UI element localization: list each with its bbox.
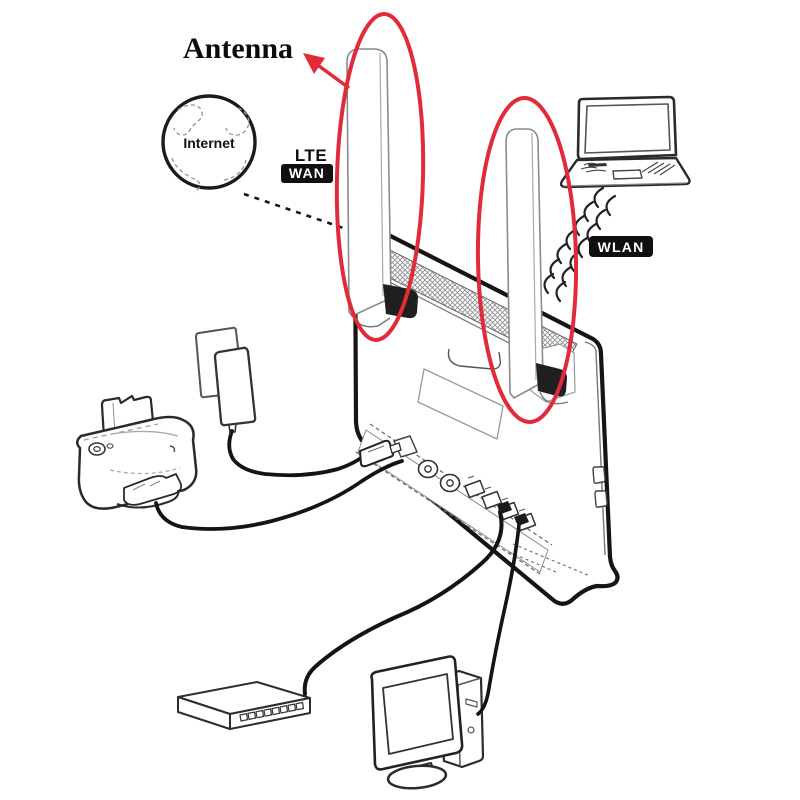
wan-badge-label: WAN xyxy=(289,165,325,181)
antenna-right-highlight-ellipse xyxy=(475,96,579,424)
antenna-left-highlight-ellipse xyxy=(334,12,426,342)
adapter-body xyxy=(213,346,257,427)
wlan-badge-bg xyxy=(589,236,653,257)
wan-badge: WAN xyxy=(281,164,333,183)
antenna-right-edge-line xyxy=(531,132,537,381)
printer-output-paper xyxy=(123,473,183,506)
monitor-screen xyxy=(382,673,454,755)
globe-circle xyxy=(161,94,257,190)
router-wall-mount-slots xyxy=(592,466,608,508)
printer-icon xyxy=(76,394,198,510)
ethernet-switch-icon xyxy=(177,681,311,730)
lte-router-icon xyxy=(352,220,620,606)
printer-cover-line2 xyxy=(109,467,181,475)
wlan-badge: WLAN xyxy=(589,236,653,257)
antenna-callout-arrow-line xyxy=(317,64,351,90)
wlan-badge-label: WLAN xyxy=(598,239,645,255)
antenna-callout-arrowhead-icon xyxy=(303,53,325,74)
printer-cable xyxy=(154,459,404,531)
laptop-key-row xyxy=(588,163,607,167)
port-panel-dashed-bottom xyxy=(355,451,541,575)
pc-power-button xyxy=(467,726,475,734)
laptop-front-lip xyxy=(563,182,687,187)
printer-top-crease xyxy=(83,423,159,441)
lte-label: LTE xyxy=(295,146,327,165)
router-back-panel xyxy=(352,220,620,606)
router-round-port-1-pin xyxy=(424,465,432,473)
antenna-left-edge-line xyxy=(379,52,384,297)
antenna-callout-label: Antenna xyxy=(183,32,293,65)
monitor-base xyxy=(386,764,448,790)
router-label-area xyxy=(417,368,504,440)
printer-knob-inner xyxy=(93,446,101,453)
pc-lan-cable xyxy=(476,523,521,716)
switch-ports xyxy=(239,701,305,722)
printer-button xyxy=(106,443,114,449)
router-round-port-2-pin xyxy=(446,479,454,487)
wan-badge-bg xyxy=(281,164,333,183)
power-cable xyxy=(227,429,368,478)
antenna-right-icon xyxy=(505,128,576,405)
laptop-icon xyxy=(559,95,691,189)
globe-continents xyxy=(171,104,250,193)
antenna-right-blade xyxy=(505,128,544,400)
switch-lan-cable xyxy=(302,510,504,696)
printer-tray-lip xyxy=(116,489,180,509)
router-right-edge-inner-line xyxy=(584,341,606,556)
router-usb-port xyxy=(393,435,418,458)
printer-cover-line xyxy=(111,430,179,437)
internet-to-router-dashed-link xyxy=(243,192,353,233)
lan-connector-2 xyxy=(514,513,529,526)
power-adapter-icon xyxy=(195,326,257,433)
printer-side-mark xyxy=(169,445,176,453)
router-port-tick-labels xyxy=(467,475,526,512)
printer-knob xyxy=(88,442,106,456)
internet-globe-icon: Internet xyxy=(161,94,257,193)
router-lower-hatch xyxy=(508,543,591,577)
antenna-right-foot xyxy=(539,391,569,405)
laptop-screen xyxy=(584,103,671,154)
router-round-port-2 xyxy=(439,473,461,493)
antenna-callout: Antenna xyxy=(183,32,351,90)
antenna-left-blade xyxy=(346,48,392,317)
pc-drive-slot xyxy=(465,698,478,708)
laptop-touchpad xyxy=(612,169,643,180)
internet-label: Internet xyxy=(183,135,235,151)
lan-connector-1 xyxy=(497,501,512,514)
power-plug-connector xyxy=(358,439,402,468)
printer-paper-crumple xyxy=(132,480,161,491)
desktop-computer-icon xyxy=(370,655,485,790)
router-round-port-1 xyxy=(417,459,439,479)
